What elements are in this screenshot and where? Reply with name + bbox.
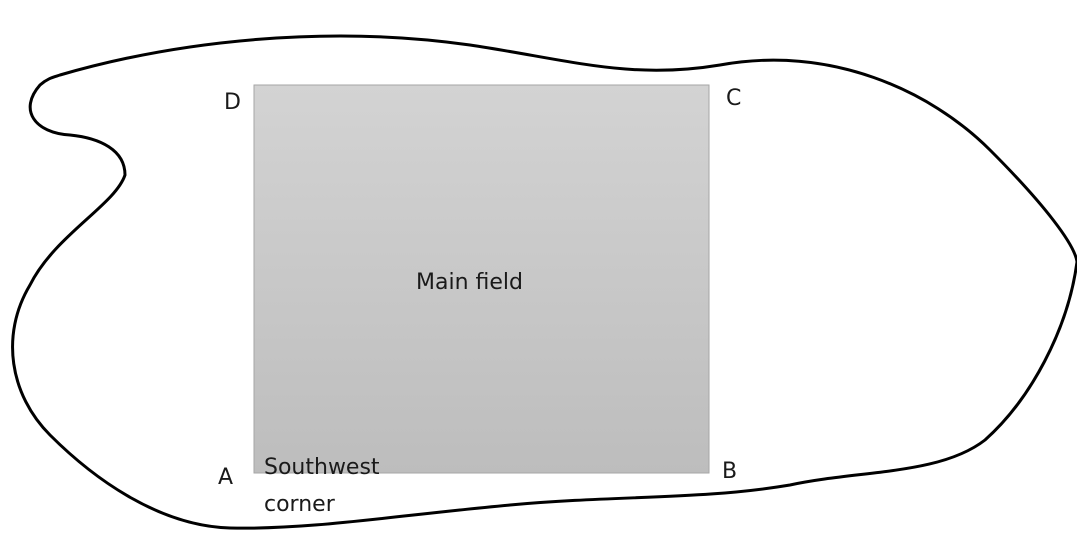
- corner-a-label: A: [218, 465, 234, 490]
- southwest-label-line1: Southwest: [264, 455, 380, 480]
- southwest-corner-label: Southwest corner: [264, 449, 380, 523]
- corner-d-label: D: [224, 90, 241, 115]
- property-boundary: [11, 34, 1077, 530]
- corner-b-label: B: [722, 459, 738, 484]
- main-field-label: Main field: [416, 270, 523, 295]
- main-field: [253, 84, 710, 474]
- southwest-label-line2: corner: [264, 492, 335, 517]
- corner-c-label: C: [726, 86, 742, 111]
